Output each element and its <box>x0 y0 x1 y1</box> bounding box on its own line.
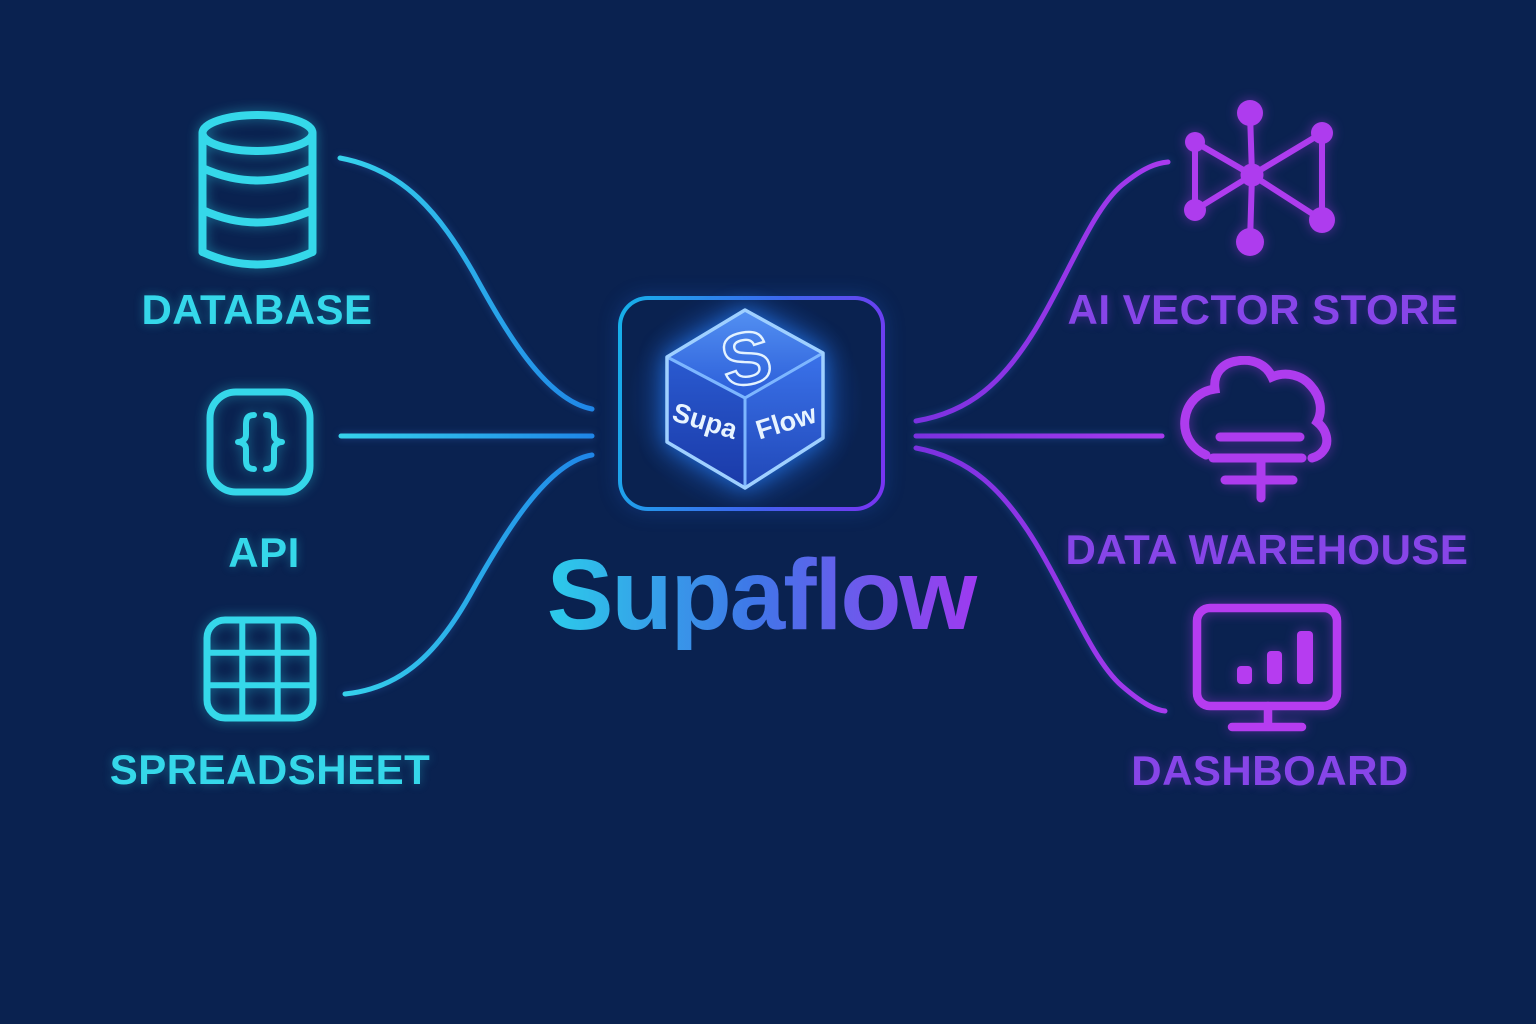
dashboard-monitor-icon <box>1192 603 1342 732</box>
label-ai-vector-store: AI VECTOR STORE <box>1067 286 1459 333</box>
connector-spreadsheet-to-hub <box>342 452 595 697</box>
spreadsheet-grid-icon <box>203 616 317 722</box>
label-api: API <box>228 529 300 576</box>
label-spreadsheet: SPREADSHEET <box>109 746 431 793</box>
supaflow-cube-logo: S Supa Flow <box>665 308 825 490</box>
connector-database-to-hub <box>337 155 595 412</box>
connector-hub-to-dashboard <box>913 445 1168 714</box>
api-curly-braces-icon <box>206 388 314 496</box>
connector-hub-to-ai-vector-store <box>913 159 1171 424</box>
database-icon <box>198 111 317 269</box>
supaflow-title: Supaflow <box>538 540 984 650</box>
data-warehouse-cloud-icon <box>1180 356 1332 503</box>
label-dashboard: DASHBOARD <box>1131 747 1409 794</box>
label-data-warehouse: DATA WAREHOUSE <box>1065 526 1469 573</box>
label-database: DATABASE <box>141 286 373 333</box>
ai-vector-store-network-icon <box>1184 100 1335 256</box>
